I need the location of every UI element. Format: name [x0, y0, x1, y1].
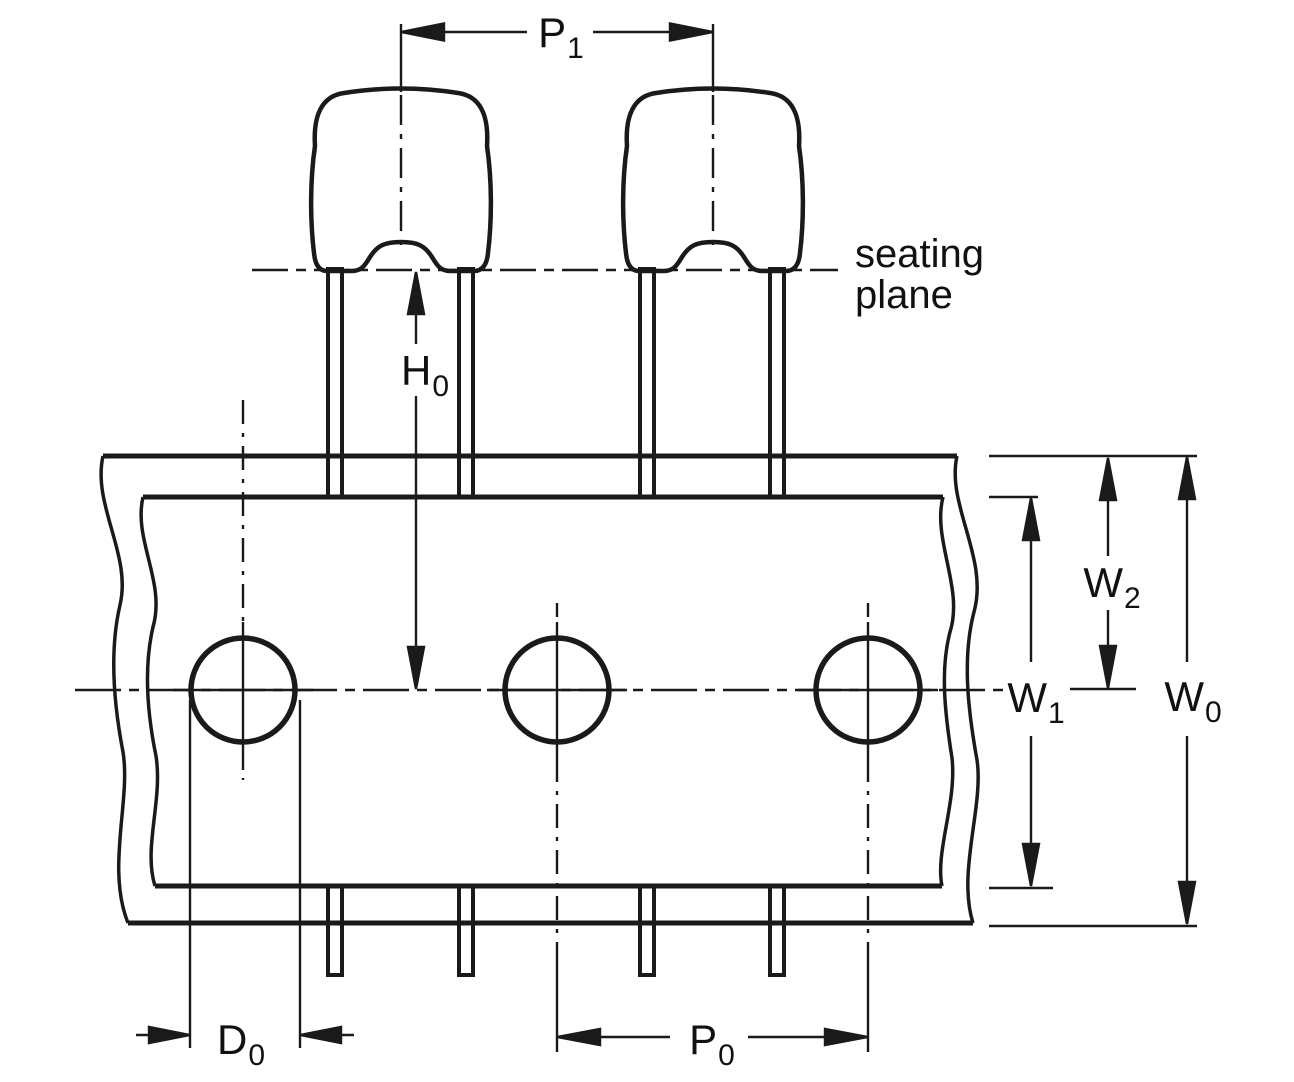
h0-arrow-up	[406, 271, 426, 316]
label-w2: W2	[1083, 559, 1141, 615]
w2-arrow-up	[1098, 457, 1118, 502]
w2-arrow-down	[1098, 644, 1118, 689]
label-d0: D0	[216, 1016, 266, 1072]
dimension-p1	[400, 22, 714, 42]
p0-arrow-left	[556, 1027, 602, 1047]
tape-torn-edge-right-inner	[938, 496, 956, 887]
lead-2-upper	[457, 267, 475, 499]
w1-arrow-down	[1021, 842, 1041, 887]
p1-arrow-left	[400, 22, 446, 42]
h0-arrow-down	[406, 645, 426, 690]
dimension-w2	[1070, 457, 1136, 691]
d0-arrow-right	[299, 1025, 343, 1045]
p0-arrow-right	[823, 1027, 869, 1047]
lead-2-stub	[457, 884, 475, 977]
lead-1-stub	[326, 884, 344, 977]
w0-arrow-down	[1177, 880, 1197, 925]
dimension-d0	[136, 700, 354, 1048]
p1-arrow-right	[668, 22, 714, 42]
tape-torn-edge-right-outer	[953, 455, 980, 924]
dimensions	[136, 22, 1197, 1052]
label-p0: P0	[689, 1016, 735, 1072]
label-w1: W1	[1007, 674, 1065, 730]
tape-torn-edge-left-outer	[99, 455, 130, 924]
lead-stubs	[326, 884, 786, 977]
label-h0: H0	[400, 347, 450, 403]
w1-arrow-up	[1021, 497, 1041, 542]
lead-3-stub	[638, 884, 656, 977]
dimension-w1	[989, 495, 1053, 890]
label-w0: W0	[1164, 673, 1222, 729]
tape-torn-edge-left-inner	[139, 496, 160, 887]
centerlines	[75, 24, 1005, 948]
w0-arrow-up	[1177, 456, 1197, 501]
lead-4-stub	[768, 884, 786, 977]
label-p1: P1	[538, 9, 584, 65]
lead-3-upper	[638, 267, 656, 499]
dimension-h0	[406, 271, 426, 690]
lead-wires	[326, 267, 786, 499]
lead-4-upper	[768, 267, 786, 499]
dimension-p0	[555, 948, 870, 1052]
carrier-tape	[99, 453, 980, 926]
d0-arrow-left	[147, 1025, 191, 1045]
lead-1-upper	[326, 267, 344, 499]
dimension-w0	[989, 454, 1197, 928]
